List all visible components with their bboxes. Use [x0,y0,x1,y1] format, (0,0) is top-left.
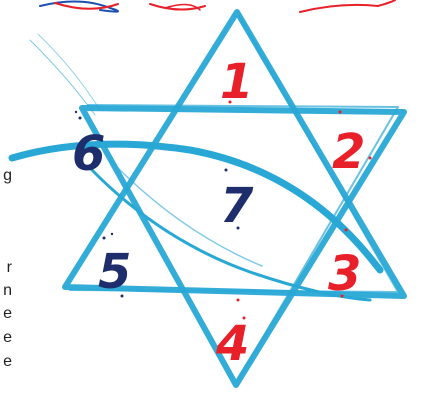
edge-text-letter: r [0,260,12,276]
number-3: 3 [328,246,361,302]
number-2: 2 [332,124,365,180]
number-7: 7 [220,178,254,234]
edge-text-letter: e [0,330,12,346]
edge-text-letter: g [0,168,12,184]
edge-text-letter: n [0,283,12,299]
number-6: 6 [72,126,105,182]
number-4: 4 [215,316,249,372]
fish-arc-icon [12,144,380,300]
number-5: 5 [98,244,131,300]
edge-text-letter: e [0,306,12,322]
edge-text-letter: e [0,354,12,370]
number-1: 1 [220,54,253,110]
scribble-marks-icon [40,0,395,12]
